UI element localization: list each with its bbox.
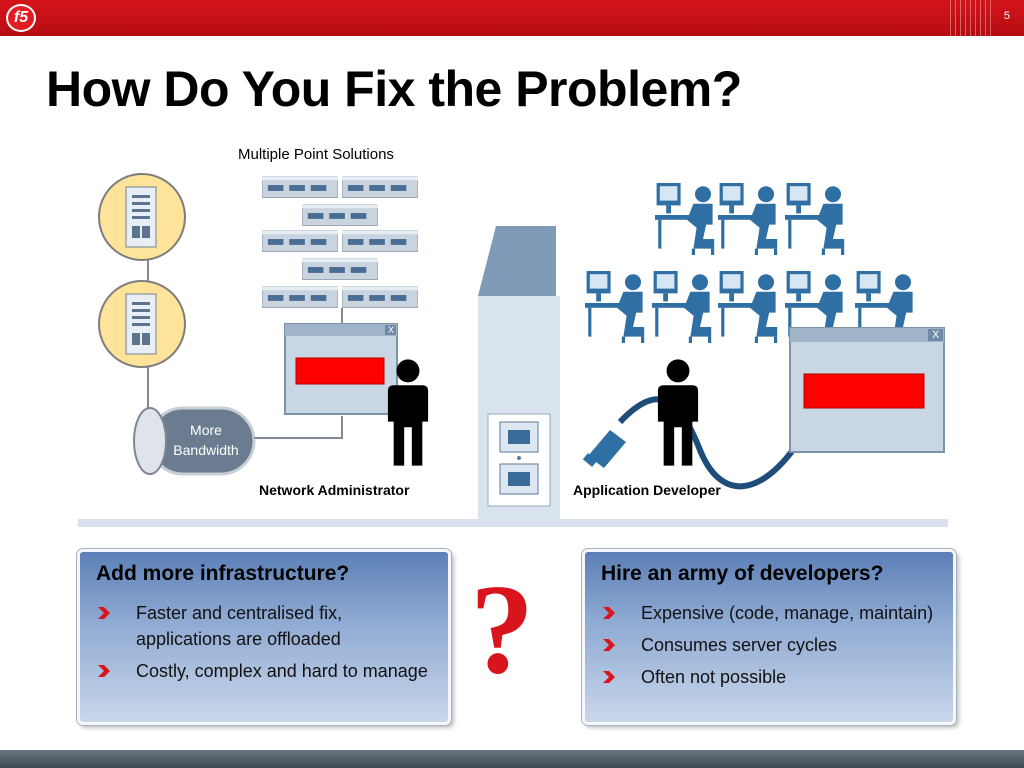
header-stripes [950,0,994,36]
app-dev-label: Application Developer [573,482,721,498]
question-mark-icon: ? [470,558,534,700]
appliance-tower [478,226,560,522]
page-title: How Do You Fix the Problem? [46,61,742,117]
list-item: Faster and centralised fix, applications… [96,600,436,652]
right-box-heading: Hire an army of developers? [601,562,884,585]
left-box-heading: Add more infrastructure? [96,562,350,585]
bullet-icon [603,607,615,619]
network-admin-label: Network Administrator [259,482,410,498]
diagram-shelf [78,519,948,527]
list-item: Expensive (code, manage, maintain) [601,600,941,626]
left-box-bullets: Faster and centralised fix, applications… [96,600,436,690]
footer-bar [0,750,1024,768]
admin-window-close-icon: X [388,325,395,335]
dev-window [789,327,945,453]
f5-logo: f5 [6,4,36,32]
network-plug [582,430,626,468]
diagram [98,173,945,522]
bullet-icon [98,665,110,677]
bandwidth-pipe [133,406,256,476]
app-developer-figure [657,359,699,466]
bullet-icon [98,607,110,619]
bullet-icon [603,671,615,683]
list-item: Consumes server cycles [601,632,941,658]
list-item: Costly, complex and hard to manage [96,658,436,684]
right-box-bullets: Expensive (code, manage, maintain) Consu… [601,600,941,696]
developer-team [585,183,915,343]
admin-window [284,323,398,415]
server-icon-top [98,173,186,261]
left-option-box: Add more infrastructure? Faster and cent… [77,549,451,725]
bandwidth-label: More Bandwidth [173,422,239,458]
dev-window-close-icon: X [932,329,940,341]
bullet-icon [603,639,615,651]
header-bar: f5 5 [0,0,1024,36]
slide-number: 5 [1003,10,1010,22]
point-solutions-label: Multiple Point Solutions [238,146,394,163]
right-option-box: Hire an army of developers? Expensive (c… [582,549,956,725]
server-icon-bottom [98,280,186,368]
switch-stack [262,176,418,308]
list-item: Often not possible [601,664,941,690]
